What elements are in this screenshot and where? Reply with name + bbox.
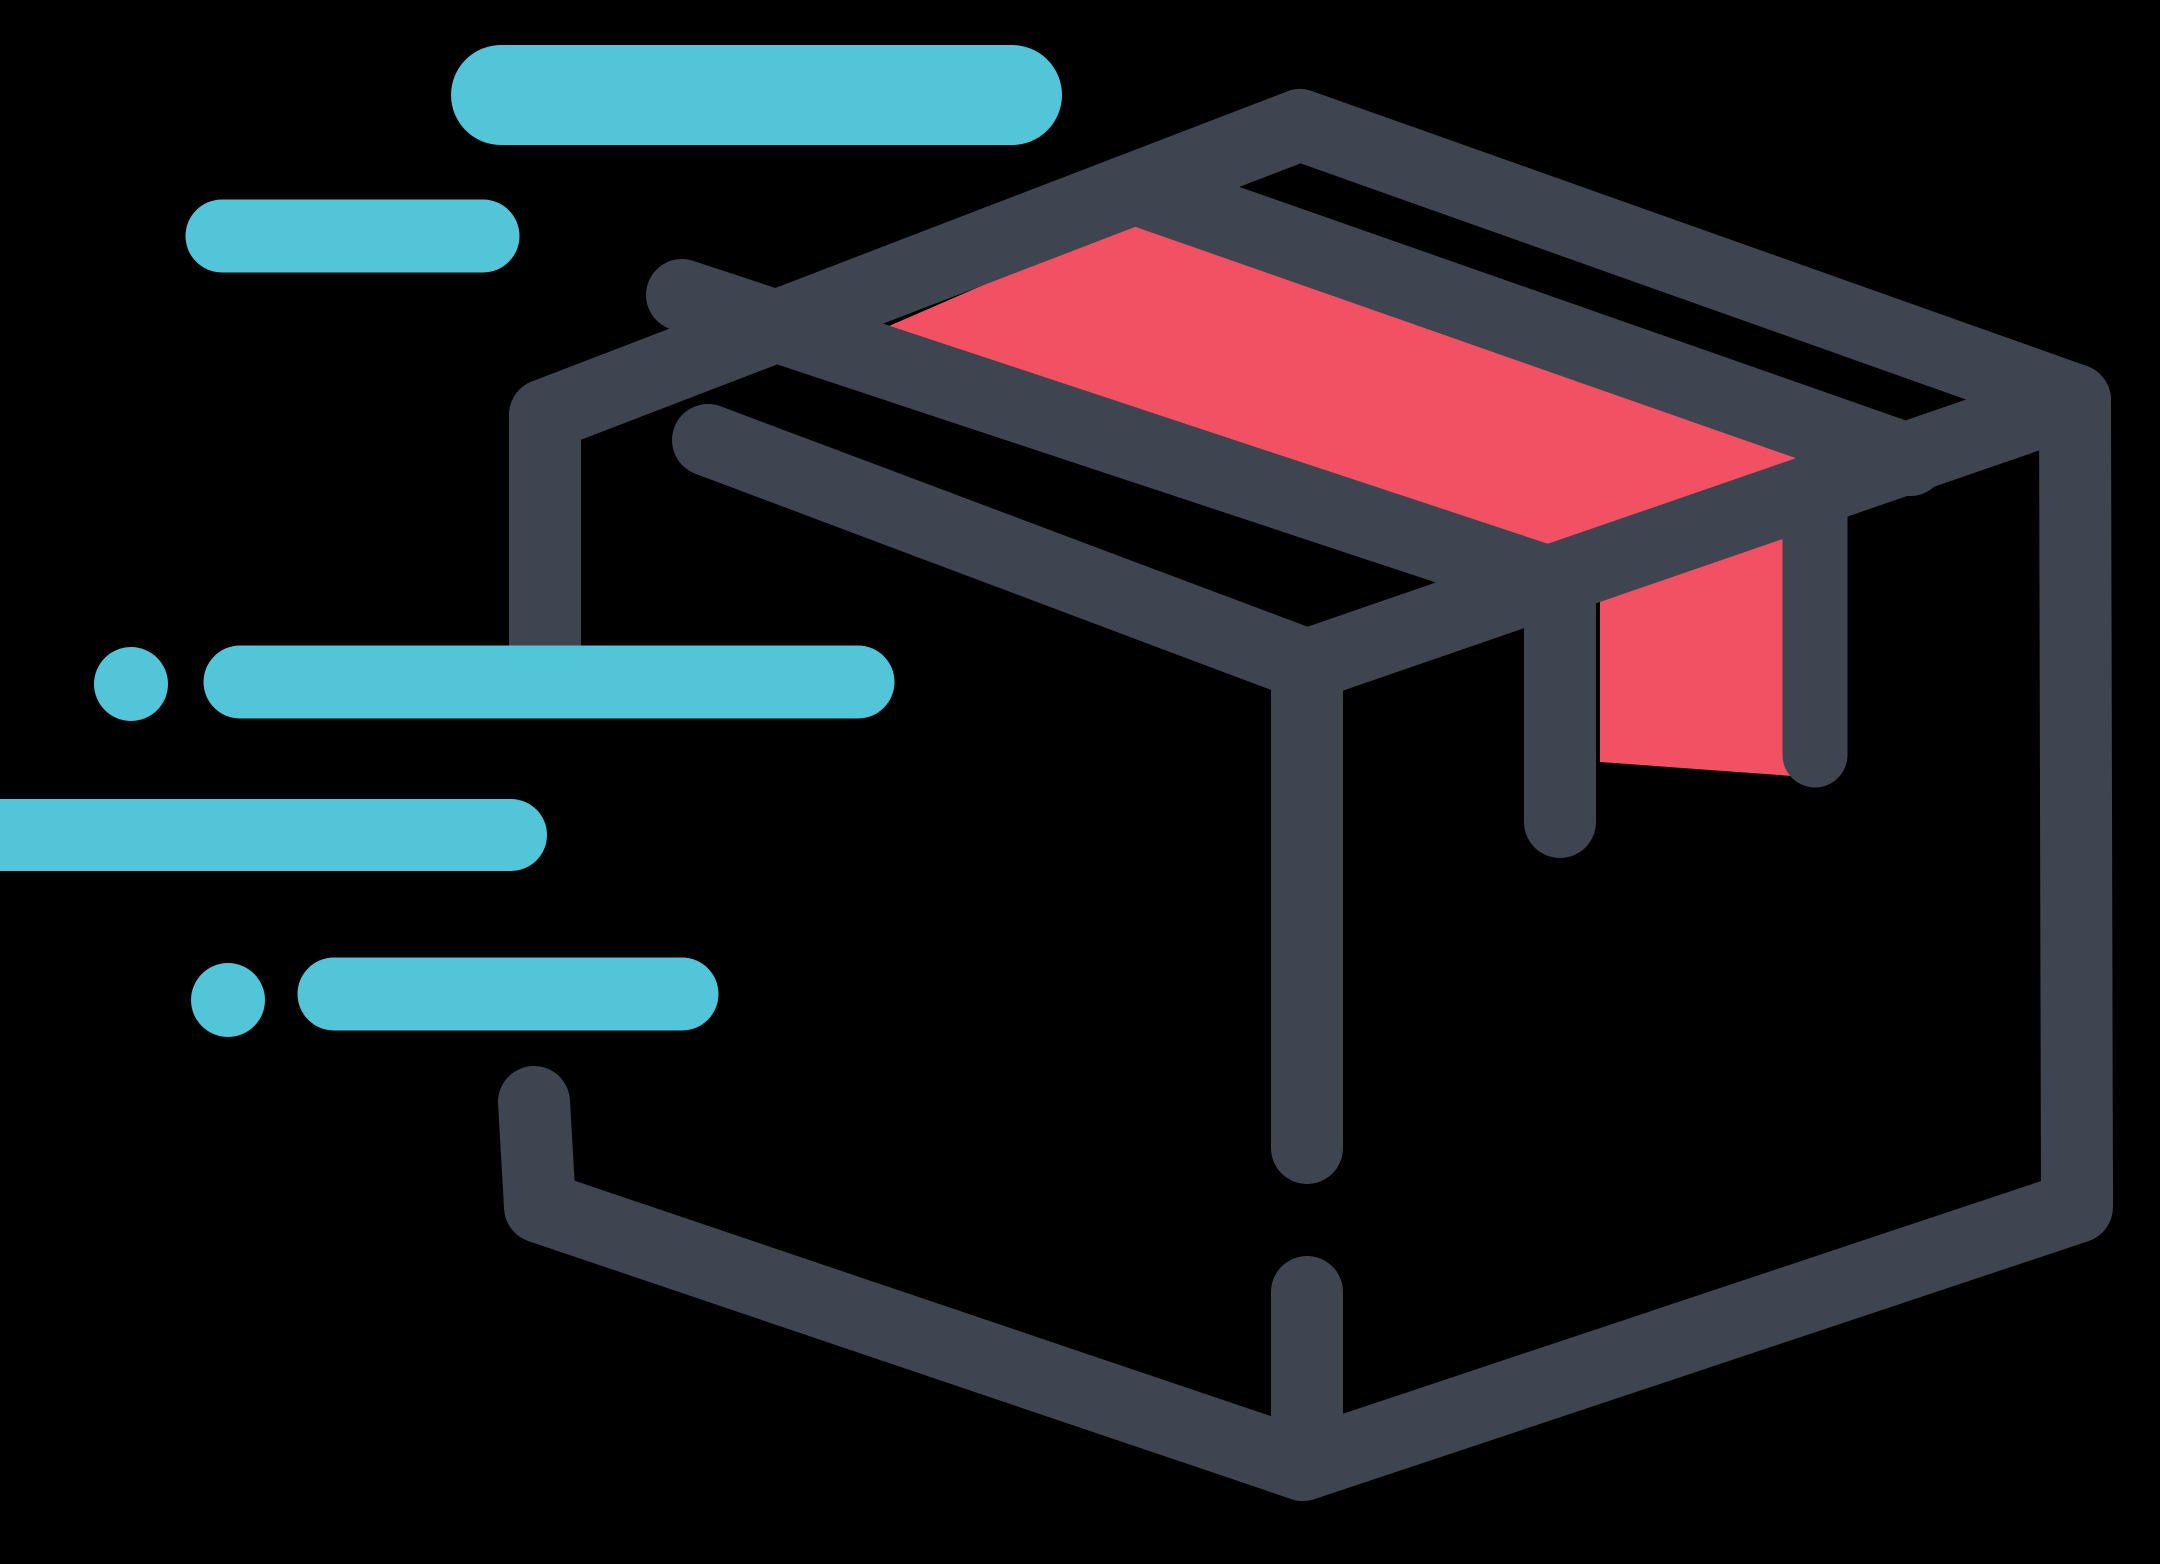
tape-upper-edge-line [1109, 156, 1946, 496]
speed-dot-2 [191, 963, 265, 1037]
box-top-front-left-rim [672, 404, 1343, 701]
speed-lines [0, 45, 1062, 1037]
tape-ribbon [1600, 524, 1820, 778]
box-main-outline [509, 89, 2113, 1501]
box-top-front-right-rim [1271, 364, 2111, 701]
speed-dot-1 [94, 647, 168, 721]
box-bottom-left-edge [498, 1066, 1339, 1501]
package-box [498, 89, 2113, 1501]
